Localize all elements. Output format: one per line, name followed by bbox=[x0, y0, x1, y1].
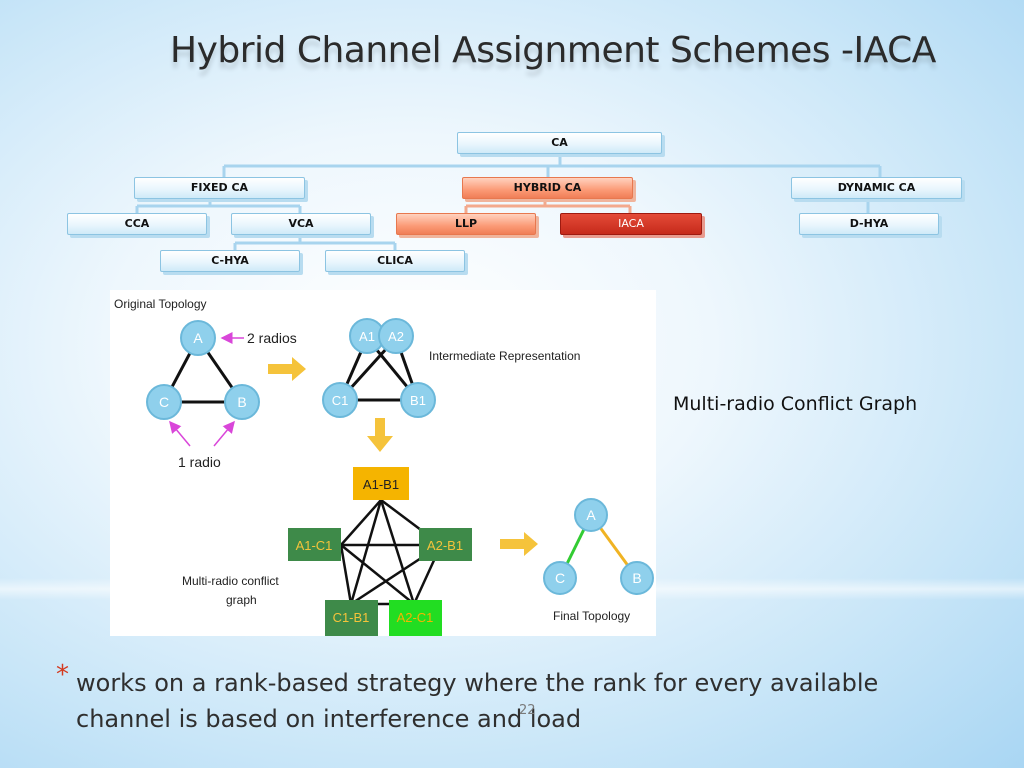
svg-text:A2: A2 bbox=[388, 329, 404, 344]
vertex-a1-b1: A1-B1 bbox=[353, 467, 409, 500]
vertex-a2-c1: A2-C1 bbox=[389, 600, 442, 636]
arrow-right-1 bbox=[268, 357, 306, 381]
label-multi-radio-conflict: Multi-radio conflict bbox=[182, 574, 279, 588]
node-clica: CLICA bbox=[325, 250, 465, 272]
final-node-a: A bbox=[574, 498, 608, 532]
hierarchy-connectors bbox=[135, 155, 882, 250]
svg-text:A1: A1 bbox=[359, 329, 375, 344]
one-radio-arrow-left bbox=[169, 420, 191, 447]
node-vca: VCA bbox=[231, 213, 371, 235]
node-dynamic-ca: DYNAMIC CA bbox=[791, 177, 962, 199]
page-number: 22 bbox=[519, 703, 536, 718]
final-node-b: B bbox=[620, 561, 654, 595]
label-original-topology: Original Topology bbox=[114, 297, 207, 311]
node-hybrid-ca: HYBRID CA bbox=[462, 177, 633, 199]
node-d-hya: D-HYA bbox=[799, 213, 939, 235]
label-two-radios: 2 radios bbox=[247, 330, 297, 346]
vertex-a1-c1: A1-C1 bbox=[288, 528, 341, 561]
svg-text:B1: B1 bbox=[410, 393, 426, 408]
svg-text:B: B bbox=[237, 394, 246, 410]
bullet-asterisk: * bbox=[56, 660, 69, 690]
node-iaca: IACA bbox=[560, 213, 702, 235]
node-ca: CA bbox=[457, 132, 662, 154]
label-one-radio: 1 radio bbox=[178, 454, 221, 470]
vertex-c1-b1: C1-B1 bbox=[325, 600, 378, 636]
label-final-topology: Final Topology bbox=[553, 609, 630, 623]
arrow-down bbox=[367, 418, 393, 452]
svg-text:C: C bbox=[555, 570, 565, 586]
bullet-text: works on a rank-based strategy where the… bbox=[76, 669, 879, 733]
svg-text:A: A bbox=[586, 507, 596, 523]
original-node-b: B bbox=[224, 384, 260, 420]
intermediate-node-a2: A2 bbox=[378, 318, 414, 354]
svg-text:A: A bbox=[193, 330, 203, 346]
topology-figure: Original Topology A C B 2 radios 1 radio bbox=[110, 290, 656, 636]
vertex-a2-b1: A2-B1 bbox=[419, 528, 472, 561]
figure-caption: Multi-radio Conflict Graph bbox=[673, 393, 918, 415]
arrow-right-2 bbox=[500, 532, 538, 556]
original-node-c: C bbox=[146, 384, 182, 420]
svg-text:C1-B1: C1-B1 bbox=[333, 610, 370, 625]
svg-text:B: B bbox=[632, 570, 641, 586]
one-radio-arrow-right bbox=[213, 420, 235, 447]
svg-text:A1-B1: A1-B1 bbox=[363, 477, 399, 492]
svg-text:A1-C1: A1-C1 bbox=[296, 538, 333, 553]
label-intermediate-representation: Intermediate Representation bbox=[429, 349, 580, 363]
slide-title: Hybrid Channel Assignment Schemes -IACA bbox=[170, 30, 936, 71]
original-node-a: A bbox=[180, 320, 216, 356]
intermediate-node-c1: C1 bbox=[322, 382, 358, 418]
svg-text:A2-B1: A2-B1 bbox=[427, 538, 463, 553]
node-llp: LLP bbox=[396, 213, 536, 235]
svg-text:C: C bbox=[159, 394, 169, 410]
final-node-c: C bbox=[543, 561, 577, 595]
intermediate-node-b1: B1 bbox=[400, 382, 436, 418]
svg-text:C1: C1 bbox=[332, 393, 349, 408]
node-c-hya: C-HYA bbox=[160, 250, 300, 272]
node-fixed-ca: FIXED CA bbox=[134, 177, 305, 199]
label-graph: graph bbox=[226, 593, 257, 607]
topology-diagram: Original Topology A C B 2 radios 1 radio bbox=[114, 297, 654, 636]
svg-text:A2-C1: A2-C1 bbox=[397, 610, 434, 625]
node-cca: CCA bbox=[67, 213, 207, 235]
